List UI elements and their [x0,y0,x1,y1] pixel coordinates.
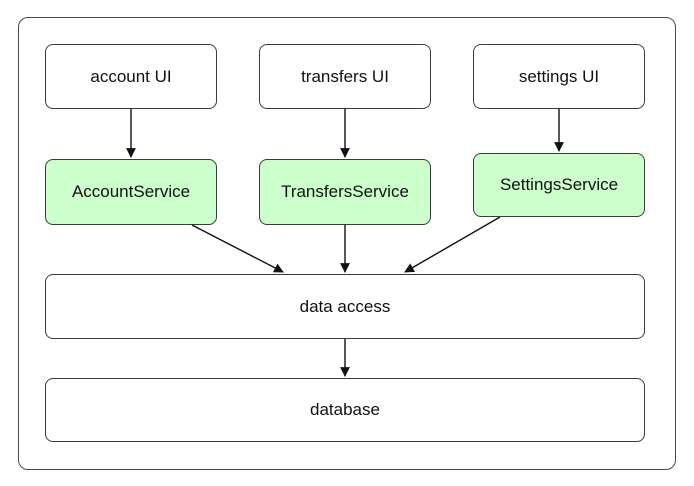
transfers-service-box: TransfersService [259,159,431,225]
transfers-ui-box: transfers UI [259,44,431,109]
database-label: database [310,400,380,419]
account-ui-label: account UI [90,66,172,86]
account-service-label: AccountService [71,182,191,201]
data-access-box: data access [45,274,645,339]
transfers-ui-label: transfers UI [301,66,389,86]
account-ui-box: account UI [45,44,217,109]
account-service-box: AccountService [45,159,217,225]
settings-ui-label: settings UI [518,66,600,86]
transfers-service-label: TransfersService [281,182,409,201]
database-box: database [45,378,645,442]
settings-service-label: SettingsService [499,175,619,194]
settings-ui-box: settings UI [473,44,645,109]
settings-service-box: SettingsService [473,153,645,217]
data-access-label: data access [299,296,391,316]
